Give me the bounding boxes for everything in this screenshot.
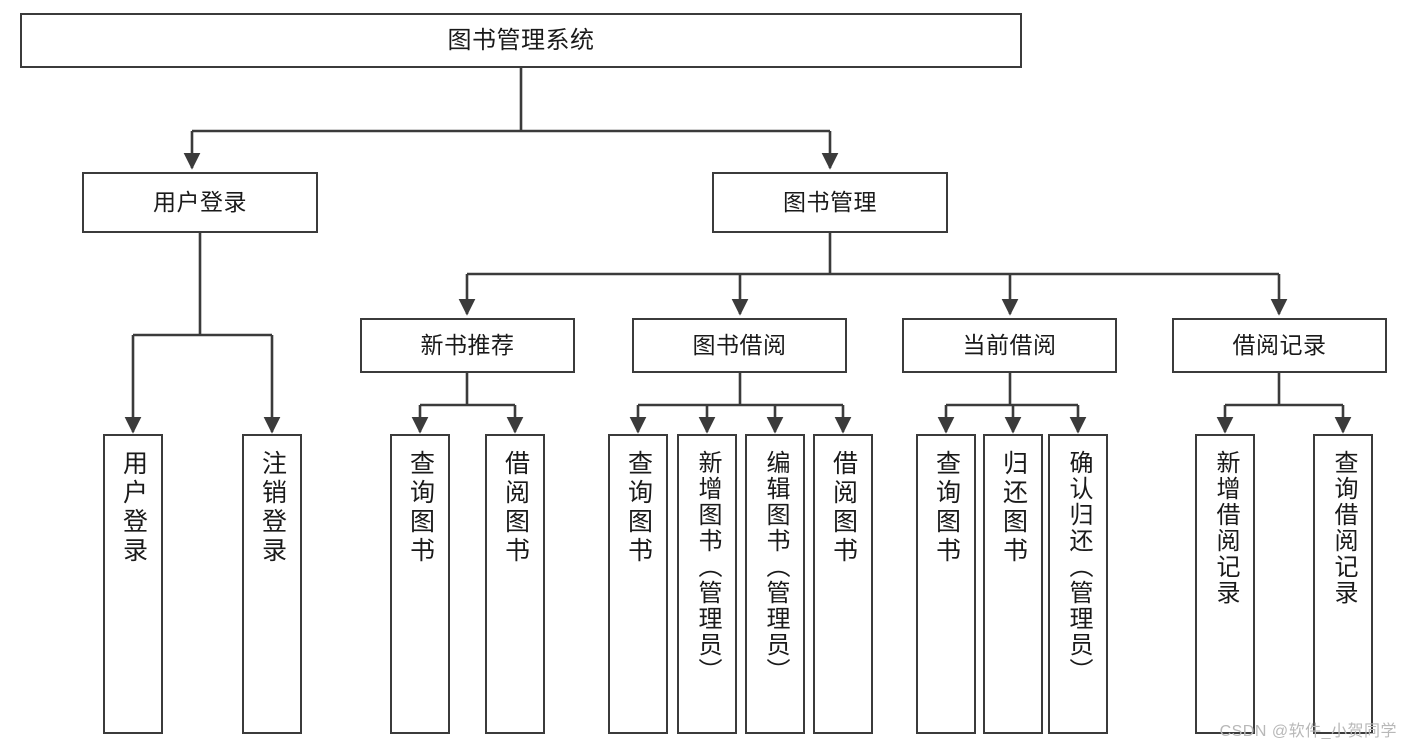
node-label: 用户登录 bbox=[119, 450, 148, 566]
node-label: 注销登录 bbox=[258, 450, 287, 566]
leaf-current-borrow-confirm-admin[interactable]: 确认归还（管理员） bbox=[1048, 434, 1108, 734]
node-label: 确认归还（管理员） bbox=[1065, 450, 1092, 684]
node-label: 当前借阅 bbox=[962, 332, 1057, 359]
node-label: 图书管理 bbox=[783, 189, 877, 216]
node-book-borrow[interactable]: 图书借阅 bbox=[632, 318, 847, 373]
leaf-borrow-record-query[interactable]: 查询借阅记录 bbox=[1313, 434, 1373, 734]
node-label: 新增图书（管理员） bbox=[694, 450, 721, 684]
leaf-current-borrow-query[interactable]: 查询图书 bbox=[916, 434, 976, 734]
node-label: 借阅图书 bbox=[829, 450, 858, 566]
node-user-login[interactable]: 用户登录 bbox=[82, 172, 318, 233]
leaf-new-book-borrow[interactable]: 借阅图书 bbox=[485, 434, 545, 734]
node-label: 编辑图书（管理员） bbox=[762, 450, 789, 684]
leaf-current-borrow-return[interactable]: 归还图书 bbox=[983, 434, 1043, 734]
node-label: 新增借阅记录 bbox=[1212, 450, 1239, 606]
node-label: 借阅记录 bbox=[1232, 332, 1327, 359]
node-label: 用户登录 bbox=[153, 189, 247, 216]
node-label: 查询图书 bbox=[624, 450, 653, 566]
node-label: 查询借阅记录 bbox=[1330, 450, 1357, 606]
node-label: 图书管理系统 bbox=[447, 26, 595, 54]
watermark: CSDN @软件_小贺同学 bbox=[1219, 723, 1397, 740]
node-book-management[interactable]: 图书管理 bbox=[712, 172, 948, 233]
leaf-book-borrow-query[interactable]: 查询图书 bbox=[608, 434, 668, 734]
node-label: 图书借阅 bbox=[692, 332, 787, 359]
leaf-new-book-query[interactable]: 查询图书 bbox=[390, 434, 450, 734]
node-label: 新书推荐 bbox=[420, 332, 515, 359]
leaf-user-login-signout[interactable]: 注销登录 bbox=[242, 434, 302, 734]
node-borrow-record[interactable]: 借阅记录 bbox=[1172, 318, 1387, 373]
node-new-book-recommend[interactable]: 新书推荐 bbox=[360, 318, 575, 373]
leaf-book-borrow-edit-admin[interactable]: 编辑图书（管理员） bbox=[745, 434, 805, 734]
node-label: 借阅图书 bbox=[501, 450, 530, 566]
node-label: 查询图书 bbox=[406, 450, 435, 566]
leaf-borrow-record-add[interactable]: 新增借阅记录 bbox=[1195, 434, 1255, 734]
node-root-book-management-system[interactable]: 图书管理系统 bbox=[20, 13, 1022, 68]
leaf-book-borrow-borrow[interactable]: 借阅图书 bbox=[813, 434, 873, 734]
node-label: 归还图书 bbox=[999, 450, 1028, 566]
leaf-user-login-signin[interactable]: 用户登录 bbox=[103, 434, 163, 734]
node-current-borrow[interactable]: 当前借阅 bbox=[902, 318, 1117, 373]
node-label: 查询图书 bbox=[932, 450, 961, 566]
leaf-book-borrow-add-admin[interactable]: 新增图书（管理员） bbox=[677, 434, 737, 734]
